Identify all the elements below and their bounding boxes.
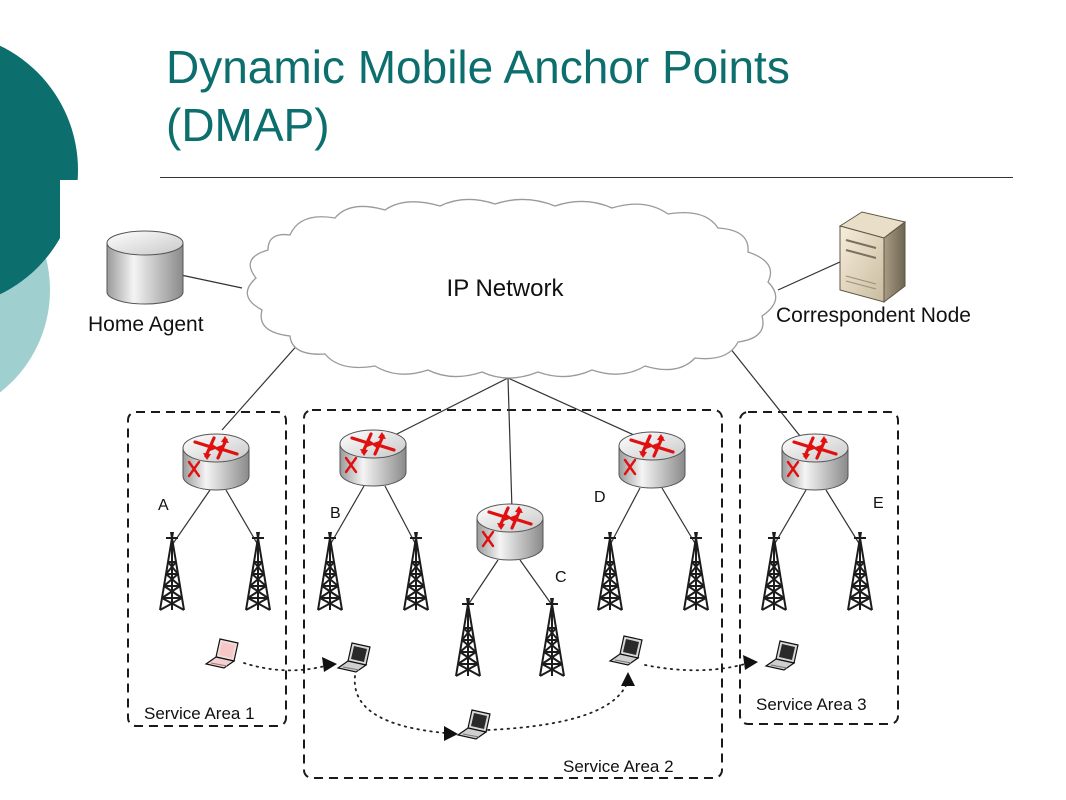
router-label-b: B [330,505,341,522]
network-links [147,251,863,606]
link-cloud-router-b [384,377,509,441]
router-icon [181,432,251,492]
slide-title: Dynamic Mobile Anchor Points (DMAP) [166,38,1026,154]
mobile-nodes [205,635,799,740]
cell-tower-icon [245,531,271,611]
laptop-icon [205,638,239,669]
cell-tower-icon [847,531,873,611]
cell-tower-icon [455,597,481,677]
router-label-c: C [555,569,567,586]
slide-title-line-1: Dynamic Mobile Anchor Points [166,41,790,93]
cylinder-server-icon [106,230,184,305]
tower-server-icon [838,211,907,304]
router-icon [475,502,545,562]
service-area-2-box [303,409,723,779]
router-icon [617,430,687,490]
link-cloud-router-a [221,341,301,431]
slide-title-line-2: (DMAP) [166,99,330,151]
service-area-1-box [127,411,287,727]
cell-tower-icon [761,531,787,611]
router-label-e: E [873,495,884,512]
link-cloud-router-e [721,337,801,437]
service-area-3-box [739,411,899,725]
laptop-icon [337,642,371,673]
service-area-2-label: Service Area 2 [563,757,674,776]
link-cloud-router-d [507,377,646,441]
correspondent-node-label: Correspondent Node [776,304,971,327]
link-cloud-router-c [507,377,513,511]
ip-network-label: IP Network [447,275,565,302]
laptop-icon [765,640,799,671]
cell-tower-icon [597,531,623,611]
service-area-1-label: Service Area 1 [144,704,255,723]
decorative-left-shapes [0,45,90,420]
cell-tower-icon [159,531,185,611]
laptop-icon [457,709,491,740]
service-area-3-label: Service Area 3 [756,695,867,714]
router-icon [780,432,850,492]
home-agent: Home Agent [88,230,204,336]
router-icon [338,428,408,488]
routers: A B C D E [158,428,884,586]
router-label-d: D [594,489,606,506]
ip-network-cloud: IP Network [246,198,777,379]
laptop-icon [609,635,643,666]
cloud-icon [246,198,777,379]
service-area-boundaries [127,409,899,779]
mobile-movement-path [243,662,746,734]
title-divider [160,177,1013,178]
correspondent-node: Correspondent Node [776,211,971,327]
cell-tower-icon [403,531,429,611]
cell-tower-icon [539,597,565,677]
movement-arrowheads [322,655,758,741]
service-area-labels: Service Area 1 Service Area 2 Service Ar… [144,695,867,776]
cell-tower-icon [317,531,343,611]
cell-tower-icon [683,531,709,611]
home-agent-label: Home Agent [88,313,204,336]
router-label-a: A [158,497,169,514]
